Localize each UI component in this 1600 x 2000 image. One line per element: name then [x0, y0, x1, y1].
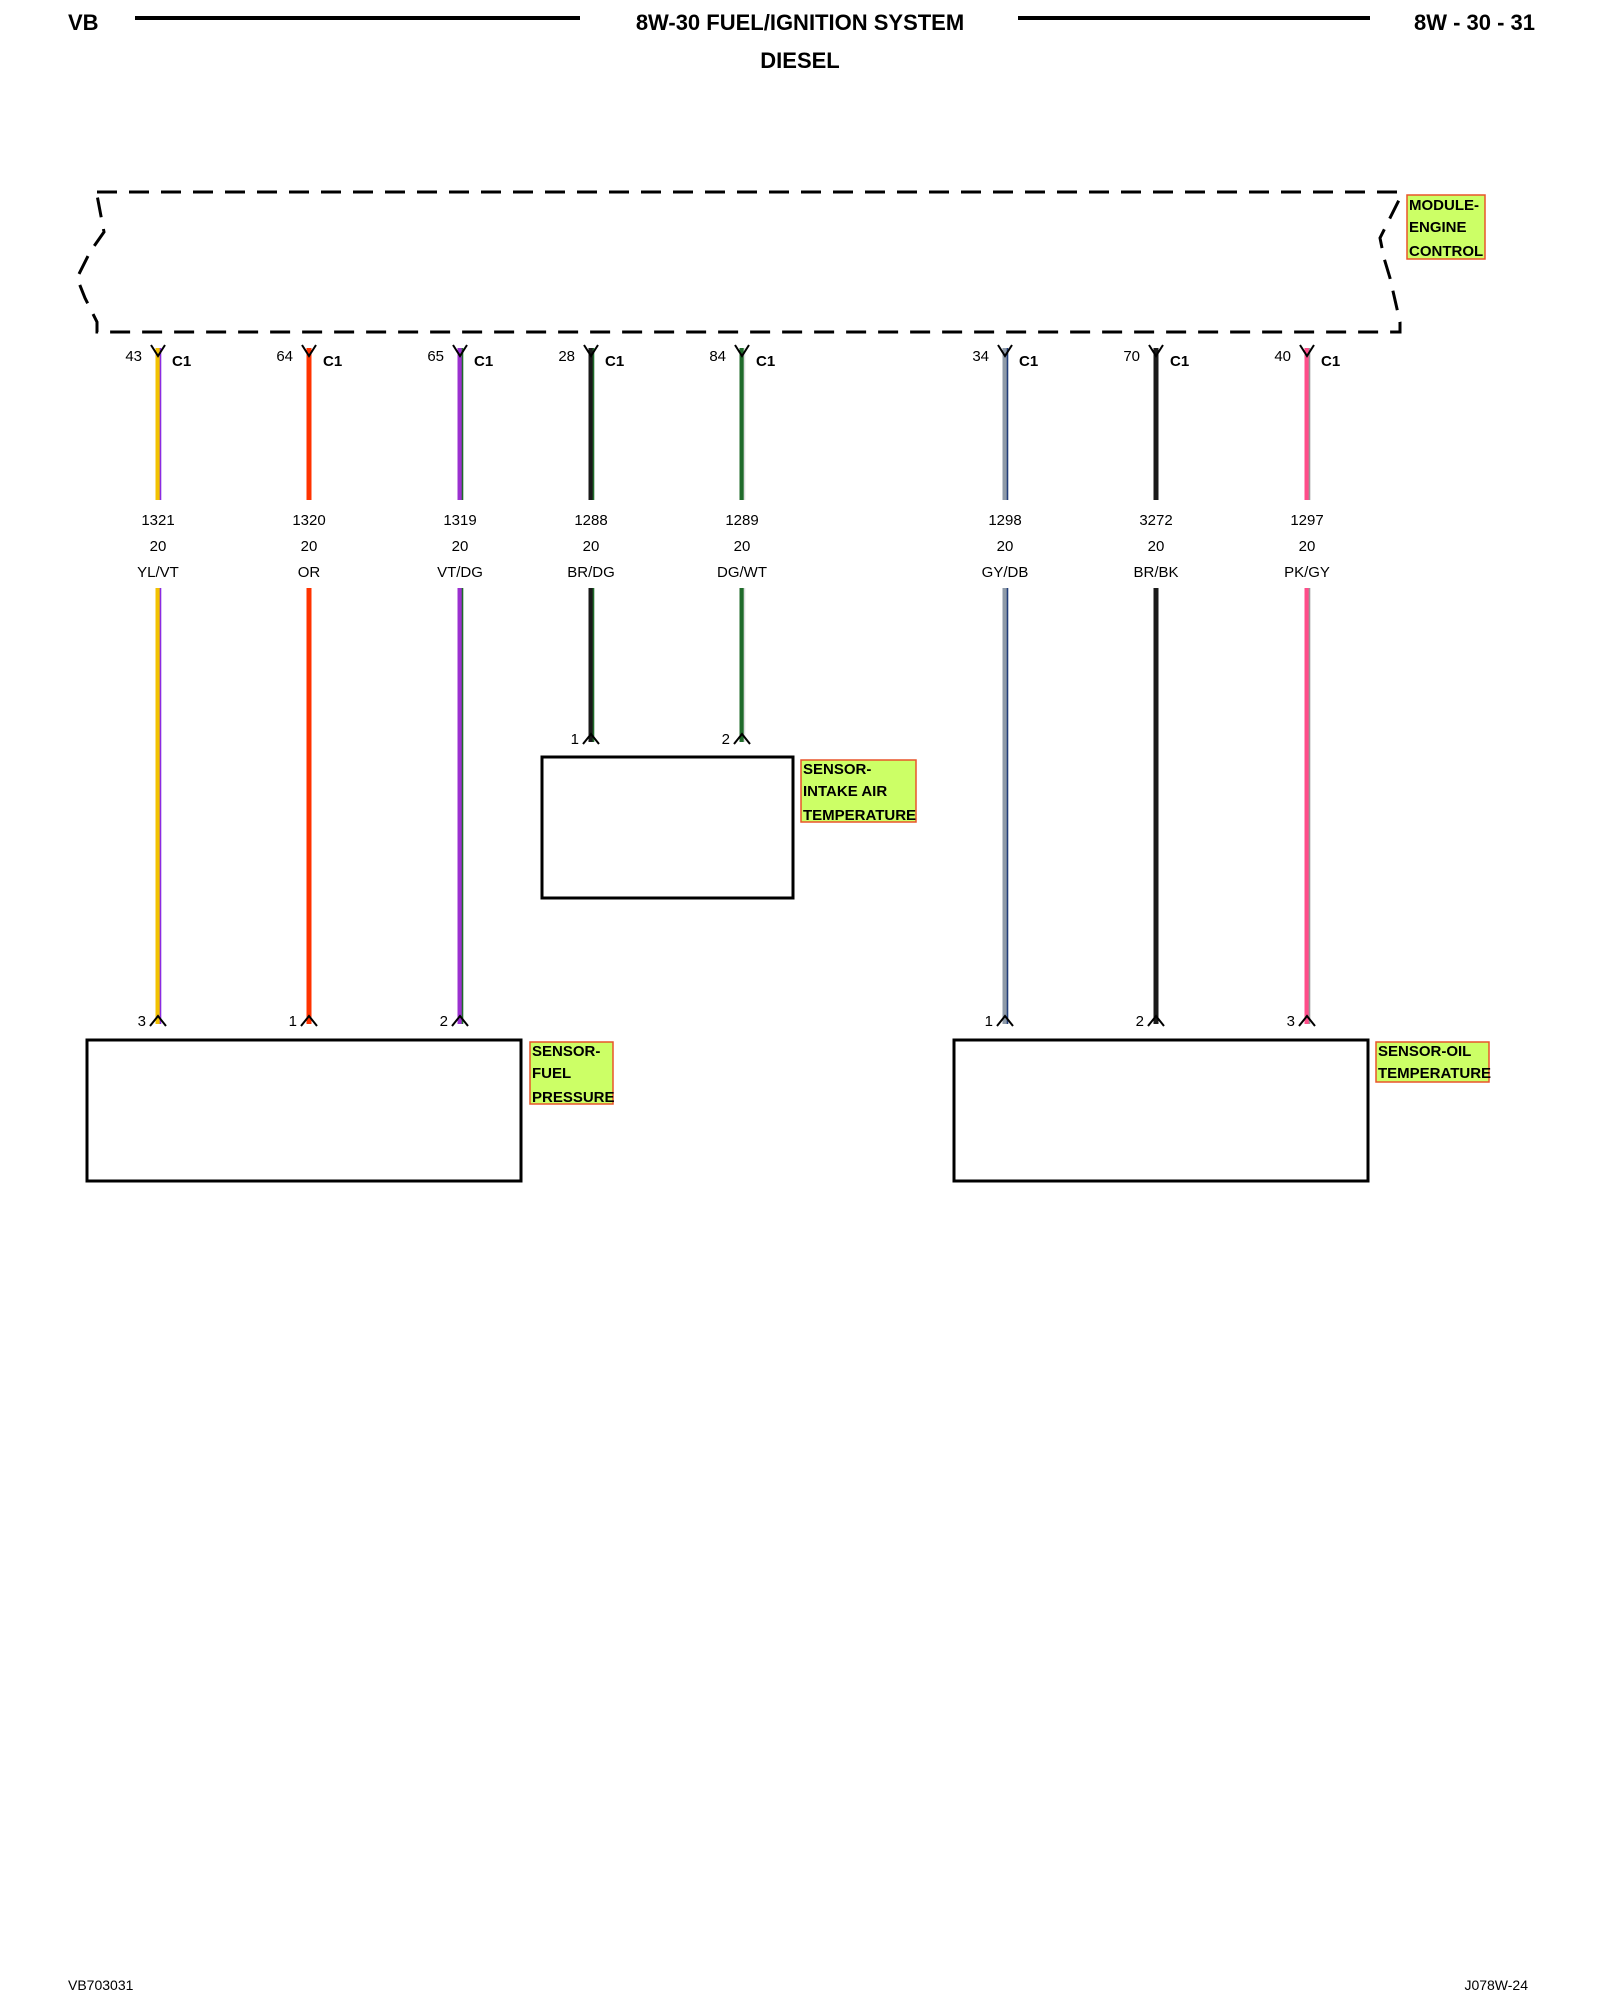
wire-color-code: PK/GY: [1284, 564, 1330, 581]
connector-label: C1: [1019, 353, 1038, 370]
wire-color-code: VT/DG: [437, 564, 483, 581]
pin-number: 40: [1274, 348, 1291, 365]
connector-c1-fork: [583, 344, 599, 358]
sensor-connector-fork: [451, 1014, 469, 1027]
header-left: VB: [68, 10, 99, 35]
sensor-intake-air-label-2: INTAKE AIR: [803, 783, 887, 800]
wire-gauge: 20: [452, 538, 469, 555]
sensor-fuel-pressure-label-2: FUEL: [532, 1065, 571, 1082]
wire-color-code: BR/DG: [567, 564, 615, 581]
page-title: 8W-30 FUEL/IGNITION SYSTEM: [636, 10, 964, 35]
sensor-fuel-pressure-tag: [529, 1041, 614, 1105]
sensor-oil-temperature: SENSOR-OIL TEMPERATURE: [952, 1038, 1491, 1183]
circuit-number: 1321: [141, 512, 174, 529]
footer-left: VB703031: [68, 1977, 134, 1993]
module-label-line-2: ENGINE: [1409, 219, 1467, 236]
connector-label: C1: [1170, 353, 1189, 370]
sensor-intake-air-label-1: SENSOR-: [803, 761, 871, 778]
wire-gauge: 20: [734, 538, 751, 555]
page-footer: VB703031 J078W-24: [68, 1977, 1528, 1993]
wire-gauge: 20: [150, 538, 167, 555]
circuit-number: 1319: [443, 512, 476, 529]
wire-gauge: 20: [1148, 538, 1165, 555]
sensor-fuel-pressure-label-1: SENSOR-: [532, 1043, 600, 1060]
connector-label: C1: [1321, 353, 1340, 370]
sensor-fuel-pressure: SENSOR- FUEL PRESSURE: [85, 1038, 615, 1183]
sensor-connector-fork: [996, 1014, 1014, 1027]
module-label-line-3: CONTROL: [1409, 243, 1483, 260]
pin-number: 84: [709, 348, 726, 365]
circuit-number: 1320: [292, 512, 325, 529]
wire-color-code: OR: [298, 564, 321, 581]
connector-label: C1: [474, 353, 493, 370]
wire-gauge: 20: [583, 538, 600, 555]
pin-number: 43: [125, 348, 142, 365]
circuit-number: 3272: [1139, 512, 1172, 529]
sensor-pin-number: 2: [1136, 1013, 1144, 1030]
connector-c1-fork: [1299, 344, 1315, 358]
wire-color-code: DG/WT: [717, 564, 767, 581]
sensor-connector-fork: [1147, 1014, 1165, 1027]
connector-c1-fork: [452, 344, 468, 358]
pin-number: 65: [427, 348, 444, 365]
page-number: 8W - 30 - 31: [1414, 10, 1535, 35]
circuit-number: 1297: [1290, 512, 1323, 529]
wire-gauge: 20: [1299, 538, 1316, 555]
sensor-pin-number: 2: [440, 1013, 448, 1030]
wire-color-code: BR/BK: [1133, 564, 1178, 581]
sensor-intake-air-box: [540, 755, 795, 900]
sensor-intake-air-label-3: TEMPERATURE: [803, 807, 916, 824]
sensor-pin-number: 2: [722, 731, 730, 748]
page-header: VB 8W-30 FUEL/IGNITION SYSTEM 8W - 30 - …: [68, 10, 1535, 73]
connector-label: C1: [756, 353, 775, 370]
pin-number: 64: [276, 348, 293, 365]
wire-color-code: YL/VT: [137, 564, 179, 581]
circuit-number: 1298: [988, 512, 1021, 529]
wire-gauge: 20: [301, 538, 318, 555]
sensor-oil-temp-box: [952, 1038, 1370, 1183]
sensor-intake-air-temperature: SENSOR- INTAKE AIR TEMPERATURE: [540, 755, 917, 900]
wire-gauge: 20: [997, 538, 1014, 555]
sensor-fuel-pressure-box: [85, 1038, 523, 1183]
connector-c1-fork: [1148, 344, 1164, 358]
sensor-intake-air-tag: [800, 759, 917, 823]
connector-c1-fork: [734, 344, 750, 358]
circuit-number: 1289: [725, 512, 758, 529]
sensor-pin-number: 1: [571, 731, 579, 748]
sensor-connector-fork: [300, 1014, 318, 1027]
module-outline: [75, 190, 1402, 334]
connector-label: C1: [323, 353, 342, 370]
wire-color-code: GY/DB: [982, 564, 1029, 581]
connector-c1-fork: [301, 344, 317, 358]
sensor-pin-number: 1: [985, 1013, 993, 1030]
sensor-oil-temp-label-2: TEMPERATURE: [1378, 1065, 1491, 1082]
sensor-connector-fork: [1298, 1014, 1316, 1027]
module-label-line-1: MODULE-: [1409, 197, 1479, 214]
footer-right: J078W-24: [1464, 1977, 1528, 1993]
circuit-number: 1288: [574, 512, 607, 529]
sensor-connector-fork: [733, 732, 751, 745]
connector-label: C1: [605, 353, 624, 370]
pin-number: 34: [972, 348, 989, 365]
sensor-connector-fork: [149, 1014, 167, 1027]
sensor-pin-number: 1: [289, 1013, 297, 1030]
module-label-tag: [1406, 194, 1486, 260]
pin-number: 28: [558, 348, 575, 365]
sensor-fuel-pressure-label-3: PRESSURE: [532, 1089, 615, 1106]
sensor-oil-temp-tag: [1375, 1041, 1490, 1083]
page-subtitle: DIESEL: [760, 48, 839, 73]
sensor-connector-fork: [582, 732, 600, 745]
sensor-oil-temp-label-1: SENSOR-OIL: [1378, 1043, 1471, 1060]
pin-number: 70: [1123, 348, 1140, 365]
connector-label: C1: [172, 353, 191, 370]
engine-control-module: MODULE- ENGINE CONTROL: [75, 190, 1486, 334]
connector-c1-fork: [997, 344, 1013, 358]
sensor-pin-number: 3: [138, 1013, 146, 1030]
connector-c1-fork: [150, 344, 166, 358]
sensor-pin-number: 3: [1287, 1013, 1295, 1030]
